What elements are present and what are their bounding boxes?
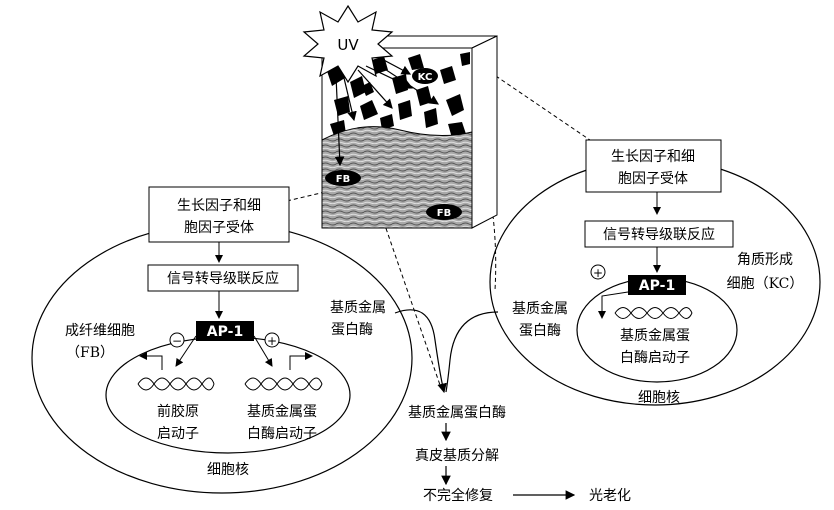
kc-dna-icon [614, 307, 693, 319]
mmp-convergence [394, 309, 499, 394]
kc-cell-name-line1: 角质形成 [737, 252, 793, 268]
fb-cell-1 [325, 170, 361, 186]
fb-dna-procollagen-icon [137, 377, 215, 391]
uv-rays [334, 57, 440, 167]
kc-cell-name-line2: 细胞（KC） [727, 276, 804, 292]
kc-ap1-label: AP-1 [639, 278, 675, 294]
fb-receptor-box [148, 186, 290, 243]
kc-ap1-badge [628, 275, 686, 295]
kc-cell-label: KC [418, 72, 433, 83]
kc-receptor-box [585, 139, 722, 193]
fb-mmp-promoter-line2: 白酶启动子 [247, 426, 317, 442]
fb-nucleus-label: 细胞核 [207, 462, 249, 478]
fb-cell-name-line1: 成纤维细胞 [65, 323, 135, 339]
fb-procollagen-line2: 启动子 [157, 426, 199, 442]
fb-ap1-badge [196, 321, 254, 341]
kc-signal-box [584, 220, 734, 248]
dermis-layer [321, 126, 473, 229]
kc-plus-icon [590, 264, 606, 280]
uv-star-icon [302, 4, 394, 84]
flow-chain: 基质金属蛋白酶 真皮基质分解 不完全修复 光老化 [408, 404, 631, 504]
fb-nucleus [105, 336, 351, 454]
fb-procollagen-transcription-arrow [139, 352, 163, 370]
fb-mmp-out-line2: 蛋白酶 [331, 322, 373, 338]
fb-procollagen-line1: 前胶原 [157, 403, 199, 420]
fb-ap1-label: AP-1 [207, 324, 243, 340]
kc-cell [412, 68, 438, 84]
kc-nucleus-label: 细胞核 [638, 390, 680, 406]
fb-mmp-out-line1: 基质金属 [330, 299, 386, 316]
flow-result: 光老化 [589, 488, 631, 504]
flow-step1: 基质金属蛋白酶 [408, 404, 506, 421]
keratinocyte-cell: 生长因子和细 胞因子受体 信号转导级联反应 AP-1 + 基质金属蛋 白酶启动子… [489, 139, 821, 406]
fb-dna-mmp-icon [244, 377, 323, 391]
fb-receptor-line1: 生长因子和细 [177, 198, 261, 214]
uv-label: UV [337, 36, 359, 54]
kc-receptor-line1: 生长因子和细 [611, 149, 695, 165]
fb-mmp-transcription-arrow [289, 352, 313, 370]
fibroblast-cell: 生长因子和细 胞因子受体 信号转导级联反应 AP-1 成纤维细胞 （FB） 细胞… [31, 186, 413, 494]
fb-mmp-promoter-line1: 基质金属蛋 [247, 403, 317, 420]
kc-mmp-out-line2: 蛋白酶 [519, 323, 561, 339]
fb-cell-name-line2: （FB） [66, 345, 114, 361]
fb-receptor-line2: 胞因子受体 [184, 220, 254, 236]
kc-plus-sign: + [593, 266, 603, 280]
fb-plus-icon [264, 332, 280, 348]
kc-promoter-line1: 基质金属蛋 [620, 327, 690, 344]
flow-step3: 不完全修复 [423, 487, 493, 504]
fb-minus-sign: − [172, 334, 182, 348]
kc-signal-label: 信号转导级联反应 [603, 226, 715, 243]
fb-minus-icon [169, 332, 185, 348]
fb-cell-2 [426, 204, 462, 220]
fb-plus-sign: + [267, 334, 277, 348]
flow-step2: 真皮基质分解 [415, 447, 499, 464]
kc-promoter-line2: 白酶启动子 [620, 350, 690, 366]
fb-cell-2-label: FB [437, 208, 451, 219]
skin-block-side-face [471, 35, 498, 229]
kc-ap1-activation-arrow [598, 291, 629, 319]
fb-cell-1-label: FB [336, 174, 350, 185]
fb-signal-label: 信号转导级联反应 [167, 270, 279, 287]
kc-receptor-line2: 胞因子受体 [618, 171, 688, 187]
uv-starburst: UV [302, 4, 394, 84]
kc-mmp-out-line1: 基质金属 [512, 300, 568, 317]
fb-signal-box [147, 264, 299, 292]
